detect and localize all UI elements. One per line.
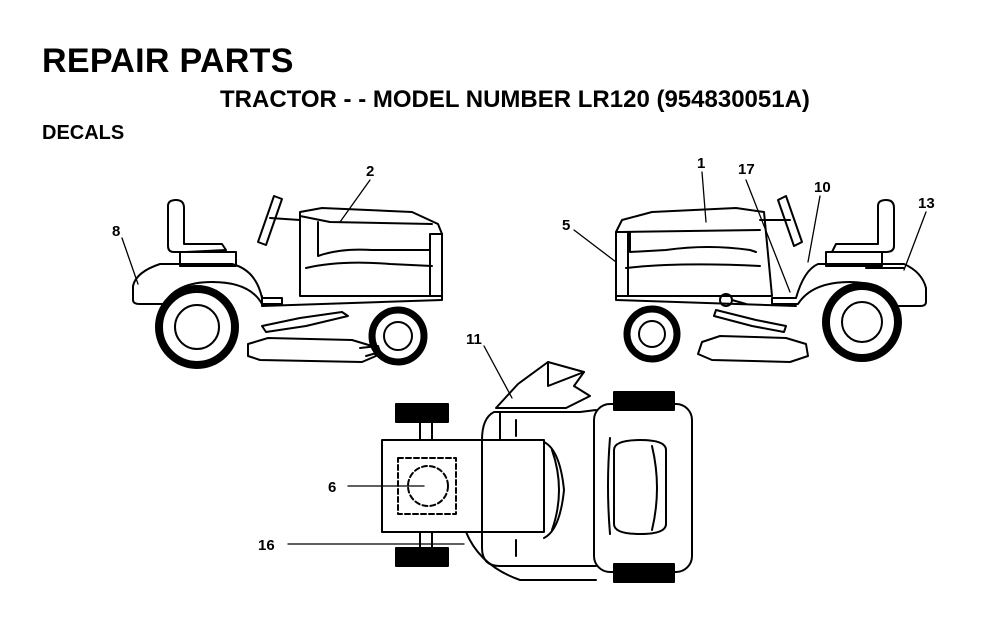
callout-16: 16 xyxy=(258,537,275,554)
pedal xyxy=(261,311,349,333)
rear-wheel xyxy=(155,285,239,369)
tractor-top-view xyxy=(381,361,693,583)
rear-wheel-top xyxy=(613,391,675,411)
front-wheel xyxy=(368,306,428,366)
seat-back-top xyxy=(495,361,591,409)
frame xyxy=(615,295,797,307)
page-title: REPAIR PARTS xyxy=(42,42,294,80)
tractor-right-view xyxy=(615,195,927,363)
pedal xyxy=(713,309,787,333)
callout-8: 8 xyxy=(112,223,120,240)
rear-wheel xyxy=(822,282,902,362)
seat-cushion xyxy=(613,439,667,535)
callout-13: 13 xyxy=(918,195,935,212)
hood xyxy=(299,207,443,297)
mower-deck xyxy=(247,337,377,363)
section-heading: DECALS xyxy=(42,122,125,144)
seat-top xyxy=(593,403,693,573)
callout-6: 6 xyxy=(328,479,336,496)
callout-10: 10 xyxy=(814,179,831,196)
callout-5: 5 xyxy=(562,217,570,234)
mower-deck xyxy=(697,335,809,363)
seat-base xyxy=(825,251,883,267)
seat-base xyxy=(179,251,237,267)
frame xyxy=(261,295,443,307)
callout-2: 2 xyxy=(366,163,374,180)
steering-wheel xyxy=(777,195,803,247)
callout-11: 11 xyxy=(466,331,482,348)
callout-leaders xyxy=(121,171,927,545)
rear-fender xyxy=(132,263,283,305)
steering-wheel xyxy=(257,195,283,246)
front-wheel-top xyxy=(395,403,449,423)
hood xyxy=(615,207,773,297)
callout-1: 1 xyxy=(697,155,705,172)
callout-17: 17 xyxy=(738,161,755,178)
front-wheel-bottom xyxy=(395,547,449,567)
model-subtitle: TRACTOR - - MODEL NUMBER LR120 (95483005… xyxy=(220,86,810,113)
tractor-left-view xyxy=(132,195,443,369)
seat xyxy=(167,199,227,253)
seat xyxy=(831,199,895,253)
front-wheel xyxy=(623,305,681,363)
